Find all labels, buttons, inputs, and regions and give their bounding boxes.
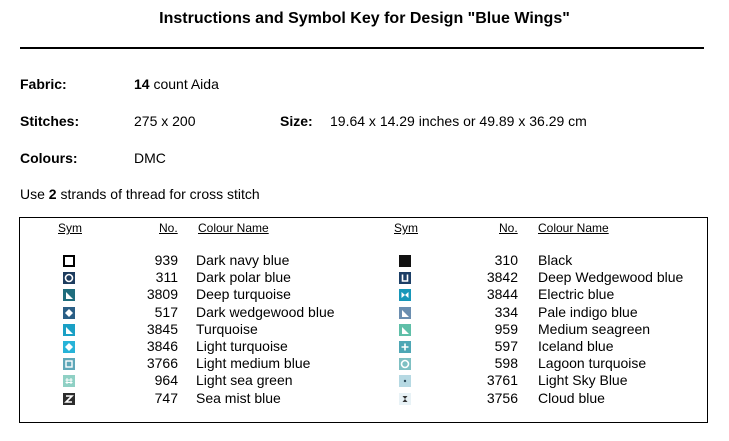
colour-name: Light Sky Blue	[538, 372, 628, 389]
dmc-number: 310	[494, 252, 518, 268]
dmc-number: 3766	[146, 355, 178, 372]
triangle-icon	[63, 323, 75, 336]
dmc-number: 959	[494, 320, 518, 337]
colour-name: Dark polar blue	[196, 269, 291, 286]
strands-instruction: Use 2 strands of thread for cross stitch	[20, 186, 260, 202]
square-icon	[63, 357, 75, 371]
hollow-square-icon	[63, 254, 75, 267]
circle-icon	[399, 357, 411, 371]
triangle-icon	[63, 288, 75, 302]
colour-name: Lagoon turquoise	[538, 355, 647, 372]
header-sym-left: Sym	[58, 221, 82, 235]
fabric-count: 14	[134, 76, 150, 92]
colour-name: Deep Wedgewood blue	[538, 269, 684, 286]
colours-label: Colours:	[20, 150, 78, 166]
u-icon	[399, 271, 411, 285]
dot-icon	[399, 374, 411, 388]
size-value: 19.64 x 14.29 inches or 49.89 x 36.29 cm	[330, 113, 587, 129]
header-name-right: Colour Name	[538, 221, 609, 235]
colour-name: Iceland blue	[538, 338, 614, 354]
fabric-value: 14 count Aida	[134, 76, 219, 92]
colour-name: Dark wedgewood blue	[196, 303, 335, 320]
dmc-number: 747	[154, 389, 178, 406]
dmc-number: 3756	[486, 389, 518, 406]
hourglass-icon	[399, 392, 411, 405]
fabric-type: count Aida	[153, 76, 219, 92]
header-sym-right: Sym	[394, 221, 418, 235]
colour-name: Electric blue	[538, 286, 615, 303]
dmc-number: 334	[494, 303, 518, 320]
page-title: Instructions and Symbol Key for Design "…	[159, 10, 570, 27]
colour-name: Black	[538, 252, 573, 268]
dmc-number: 3809	[146, 286, 178, 303]
circle-icon	[63, 271, 75, 285]
dmc-number: 3846	[146, 338, 178, 354]
hash-icon	[63, 374, 75, 388]
dmc-number: 598	[494, 355, 518, 372]
bowtie-icon	[399, 288, 411, 302]
dmc-number: 964	[154, 372, 178, 389]
strands-count: 2	[48, 186, 57, 202]
diamond-icon	[63, 306, 75, 319]
stitches-label: Stitches:	[20, 113, 80, 129]
colour-name: Turquoise	[196, 320, 258, 337]
header-no-right: No.	[499, 221, 518, 235]
header-name-left: Colour Name	[198, 221, 269, 235]
dmc-number: 3844	[486, 286, 518, 303]
colours-value: DMC	[134, 150, 166, 166]
strands-pre: Use	[20, 186, 49, 202]
colour-name: Deep turquoise	[196, 286, 291, 303]
symbol-key-table: Sym No. Colour Name Sym No. Colour Name …	[19, 217, 708, 423]
colour-name: Dark navy blue	[196, 252, 290, 268]
colour-name: Medium seagreen	[538, 320, 651, 337]
colour-name: Light medium blue	[196, 355, 311, 372]
colour-name: Light turquoise	[196, 338, 288, 354]
colour-name: Sea mist blue	[196, 389, 281, 406]
header-no-left: No.	[159, 221, 178, 235]
strands-post: strands of thread for cross stitch	[56, 186, 260, 202]
dmc-number: 517	[154, 303, 178, 320]
dmc-number: 3842	[486, 269, 518, 286]
fabric-label: Fabric:	[20, 76, 67, 92]
solid-square-icon	[399, 254, 411, 267]
dmc-number: 597	[494, 338, 518, 354]
colour-name: Pale indigo blue	[538, 303, 638, 320]
size-label: Size:	[280, 113, 313, 129]
colour-name: Light sea green	[196, 372, 293, 389]
dmc-number: 3845	[146, 320, 178, 337]
colour-name: Cloud blue	[538, 389, 605, 406]
dmc-number: 939	[154, 252, 178, 268]
stitches-value: 275 x 200	[134, 113, 196, 129]
z-icon	[63, 392, 75, 405]
title-divider	[20, 47, 704, 49]
diamond-icon	[63, 340, 75, 353]
dmc-number: 3761	[486, 372, 518, 389]
plus-icon	[399, 340, 411, 353]
triangle-icon	[399, 323, 411, 336]
triangle-icon	[399, 306, 411, 319]
dmc-number: 311	[155, 269, 178, 286]
